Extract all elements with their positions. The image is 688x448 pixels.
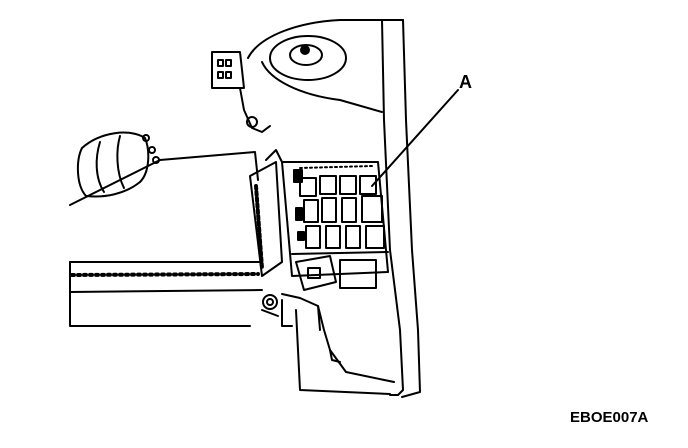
fender-panel [247,19,421,398]
callout-leader [371,89,459,187]
ribbed-tray [69,261,263,327]
lower-bracket [261,293,395,395]
fuse-relay-box [281,161,389,291]
figure-code: EBOE007A [570,409,649,426]
strut-tower-cap [269,35,347,81]
callout-label-a: A [459,72,472,92]
mounting-bracket [211,51,271,133]
fuse-box-cover [249,149,283,277]
air-intake-duct [69,131,259,206]
